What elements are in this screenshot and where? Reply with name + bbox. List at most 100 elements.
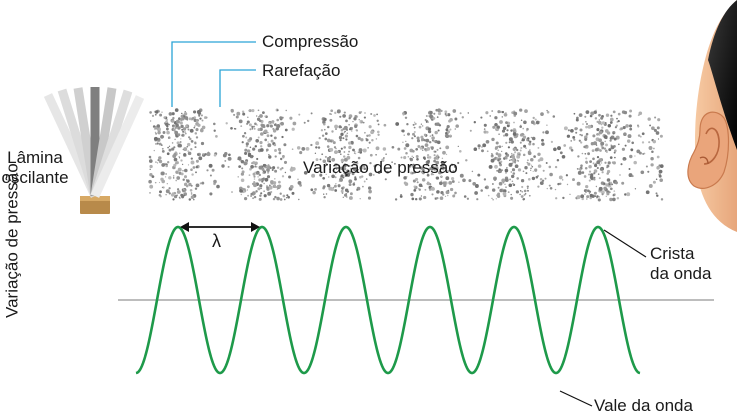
air-particle — [386, 170, 390, 174]
air-particle — [276, 124, 281, 128]
air-particle — [253, 175, 256, 178]
air-particle — [151, 114, 155, 118]
air-particle — [338, 135, 343, 140]
air-particle — [368, 189, 372, 194]
air-particle — [342, 114, 346, 118]
air-particle — [585, 157, 588, 160]
air-particle — [525, 172, 528, 175]
air-particle — [576, 181, 581, 186]
air-particle — [190, 140, 194, 143]
air-particle — [340, 129, 344, 132]
air-particle — [149, 173, 153, 177]
air-particle — [483, 128, 486, 130]
air-particle — [527, 159, 529, 162]
air-particle — [421, 125, 424, 127]
air-particle — [522, 127, 524, 130]
air-particle — [262, 171, 265, 174]
air-particle — [371, 139, 374, 142]
air-particle — [345, 192, 348, 195]
air-particle — [605, 188, 608, 191]
air-particle — [371, 131, 373, 133]
air-particle — [279, 168, 282, 171]
air-particle — [362, 185, 364, 188]
air-particle — [248, 110, 250, 112]
air-particle — [323, 123, 326, 126]
air-particle — [585, 120, 587, 123]
air-particle — [541, 142, 545, 146]
air-particle — [585, 110, 590, 114]
air-particle — [659, 170, 663, 173]
air-particle — [621, 181, 625, 185]
air-particle — [240, 159, 245, 164]
air-particle — [414, 122, 417, 125]
air-particle — [338, 166, 341, 168]
air-particle — [172, 128, 176, 132]
air-particle — [585, 125, 588, 129]
air-particle — [586, 188, 588, 191]
air-particle — [263, 129, 268, 134]
air-particle — [322, 159, 327, 164]
air-particle — [539, 181, 544, 186]
air-particle — [361, 164, 366, 168]
air-particle — [412, 179, 416, 183]
air-particle — [445, 145, 450, 150]
air-particle — [267, 143, 272, 148]
air-particle — [413, 131, 416, 133]
y-axis-label: Variação de pressão — [2, 163, 22, 318]
air-particle — [255, 190, 258, 193]
air-particle — [415, 147, 419, 151]
air-particle — [467, 112, 470, 114]
air-particle — [277, 147, 281, 151]
air-particle — [494, 164, 498, 169]
air-particle — [535, 120, 540, 125]
air-particle — [415, 155, 419, 158]
air-particle — [184, 168, 188, 173]
air-particle — [357, 151, 360, 154]
air-particle — [520, 195, 524, 198]
air-particle — [289, 116, 293, 120]
rarefaction-pointer — [219, 69, 256, 107]
air-particle — [604, 121, 607, 124]
air-particle — [185, 125, 188, 128]
air-particle — [177, 133, 181, 137]
air-particle — [161, 163, 166, 167]
air-particle — [609, 139, 612, 142]
air-particle — [494, 178, 497, 180]
air-particle — [342, 137, 345, 140]
air-particle — [149, 158, 152, 161]
crest-label-line1: Crista — [650, 244, 695, 263]
air-particle — [375, 138, 378, 140]
air-particle — [148, 179, 152, 184]
air-particle — [346, 155, 351, 160]
air-particle — [530, 136, 533, 139]
air-particle — [322, 120, 326, 124]
air-particle — [195, 171, 197, 174]
air-particle — [426, 160, 430, 164]
air-particle — [190, 191, 193, 194]
air-particle — [423, 139, 426, 142]
air-particle — [367, 196, 372, 200]
air-particle — [249, 146, 252, 149]
air-particle — [412, 156, 415, 159]
air-particle — [238, 165, 241, 168]
air-particle — [433, 154, 436, 157]
air-particle — [330, 113, 332, 115]
air-particle — [614, 126, 617, 129]
air-particle — [184, 117, 186, 120]
air-particle — [184, 131, 187, 134]
air-particle — [272, 166, 276, 170]
air-particle — [441, 157, 444, 160]
air-particle — [189, 128, 194, 133]
air-particle — [411, 172, 414, 175]
air-particle — [349, 192, 353, 196]
air-particle — [253, 183, 257, 188]
air-particle — [340, 147, 343, 150]
air-particle — [442, 193, 445, 196]
air-particle — [416, 136, 420, 140]
air-particle — [183, 194, 186, 197]
air-particle — [242, 134, 245, 138]
air-particle — [243, 161, 248, 166]
air-particle — [420, 167, 424, 170]
air-particle — [598, 186, 603, 191]
air-particle — [321, 153, 324, 156]
